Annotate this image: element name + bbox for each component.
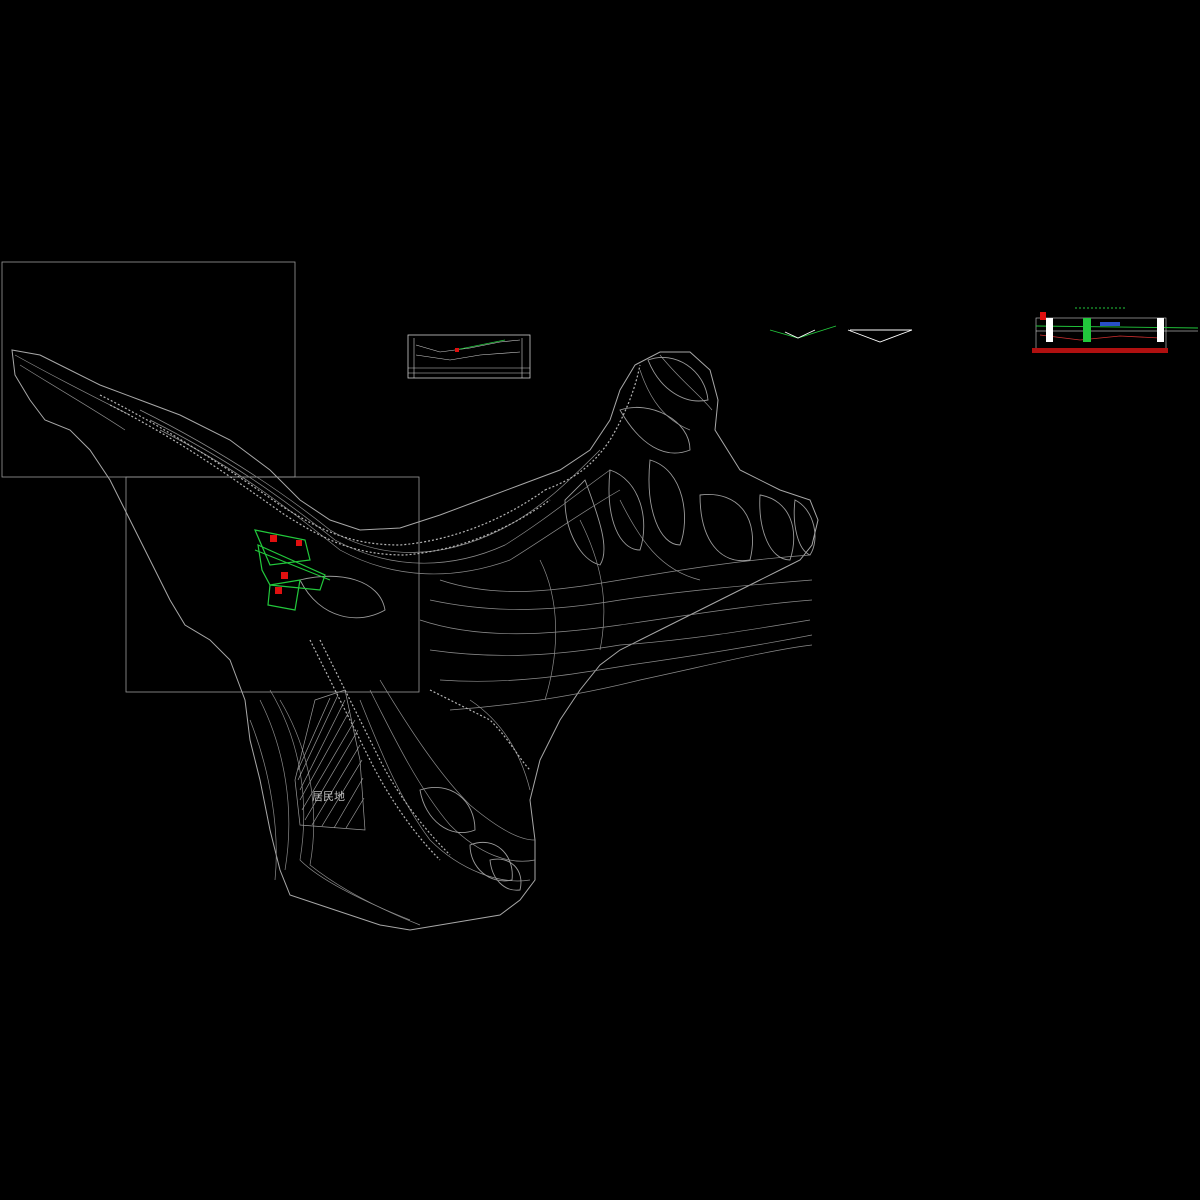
viewport-frames [1, 261, 420, 693]
viewport-frame-center[interactable] [125, 476, 420, 693]
cross-section-sketches[interactable] [769, 325, 913, 343]
red-marker[interactable] [296, 540, 302, 546]
viewport-frame-upper-left[interactable] [1, 261, 296, 478]
terrain-outline [11, 349, 819, 931]
settlement-hatch [294, 689, 366, 831]
longitudinal-profile[interactable] [1032, 307, 1199, 353]
survey-markings [253, 529, 331, 611]
profile-sheet-thumbnail[interactable] [407, 334, 531, 379]
contour-lines [14, 354, 813, 926]
red-marker[interactable] [281, 572, 288, 579]
road-band [99, 364, 641, 861]
hill-features [299, 356, 816, 891]
red-marker[interactable] [275, 587, 282, 594]
settlement-label: 居民地 [312, 790, 345, 803]
site-boundary [11, 349, 819, 931]
red-marker[interactable] [270, 535, 277, 542]
